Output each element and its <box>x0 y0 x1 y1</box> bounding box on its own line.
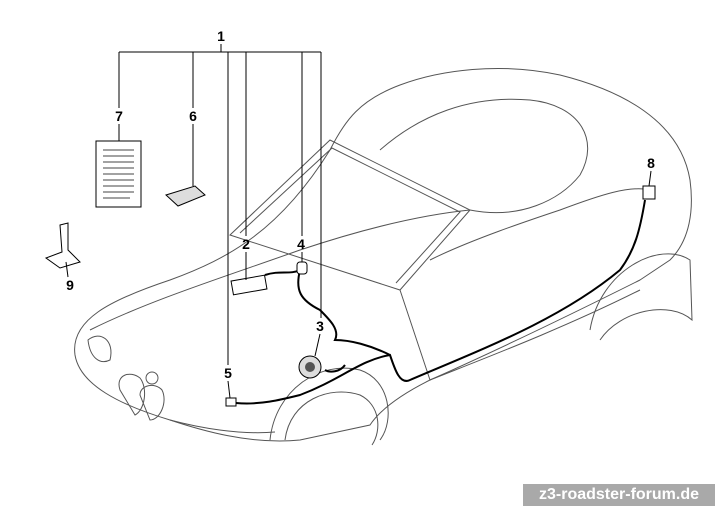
front-wheel <box>284 391 379 446</box>
callout-2: 2 <box>242 236 250 252</box>
part-6-remote <box>165 185 206 207</box>
bumper <box>169 419 276 434</box>
windshield-inner <box>239 147 461 284</box>
part-2-control-unit <box>230 274 268 296</box>
part-5-connector <box>225 397 237 407</box>
callout-3: 3 <box>316 318 324 334</box>
seat-area <box>429 188 651 261</box>
leader-lines <box>65 44 652 399</box>
front-wheel-arch <box>269 367 389 441</box>
watermark: z3-roadster-forum.de <box>523 484 715 506</box>
rear-wheel-arch <box>589 253 693 341</box>
car-body-outline <box>74 68 692 442</box>
soft-top <box>379 98 589 214</box>
callout-7: 7 <box>115 108 123 124</box>
callout-4: 4 <box>297 236 305 252</box>
part-9-bracket <box>44 222 81 269</box>
callout-5: 5 <box>224 365 232 381</box>
part-4-sensor <box>296 261 308 275</box>
wiring-harness <box>235 199 646 405</box>
door-line <box>399 289 641 381</box>
callout-9: 9 <box>66 277 74 293</box>
callout-8: 8 <box>647 155 655 171</box>
callout-1: 1 <box>217 28 225 44</box>
headlight-left <box>87 335 112 363</box>
grille <box>118 373 165 421</box>
callout-6: 6 <box>189 108 197 124</box>
hood-line <box>89 209 471 331</box>
part-8-connector <box>642 185 656 200</box>
